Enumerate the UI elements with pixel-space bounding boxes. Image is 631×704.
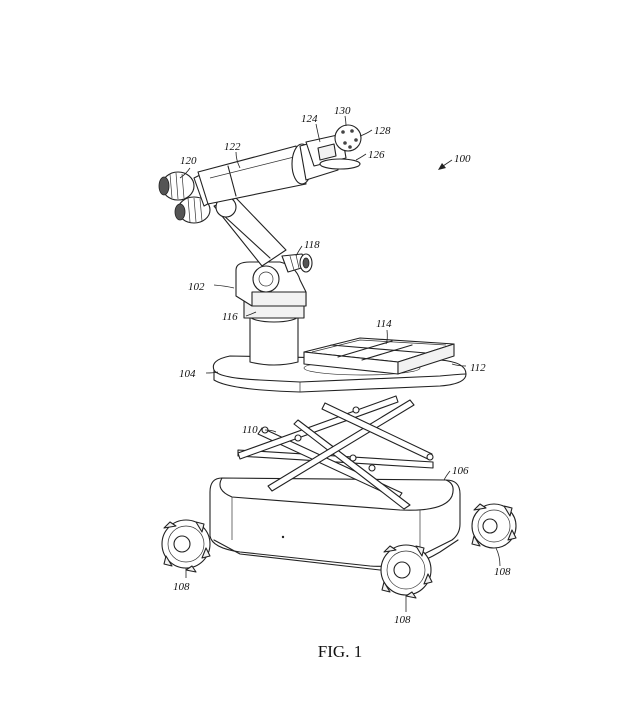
wheel-rear-right [471, 503, 517, 549]
leader-lines [179, 115, 501, 612]
ref-112-label: 112 [470, 362, 486, 374]
wheel-front-right [380, 544, 433, 599]
ref-114-label: 114 [376, 318, 392, 330]
ref-118-label: 118 [304, 239, 320, 251]
upper-arm [197, 143, 313, 205]
lower-arm-link [213, 196, 287, 267]
ref-102-label: 102 [188, 281, 205, 293]
ref-120-label: 120 [180, 155, 197, 167]
ref-108-label-center: 108 [394, 614, 411, 626]
ref-116-label: 116 [222, 311, 238, 323]
figure-caption: FIG. 1 [318, 642, 362, 661]
ref-108-label-right: 108 [494, 566, 511, 578]
arm-column [243, 299, 305, 366]
ref-106-label: 106 [452, 465, 469, 477]
ref-130-label: 130 [334, 105, 351, 117]
ref-108-label-left: 108 [173, 581, 190, 593]
ref-128-label: 128 [374, 125, 391, 137]
ref-110-label: 110 [242, 424, 258, 436]
ref-100-label: 100 [454, 153, 471, 165]
wrist-gripper [299, 124, 362, 181]
tray [303, 337, 455, 375]
scissor-lift [237, 395, 434, 510]
ref-124-label: 124 [301, 113, 318, 125]
wheel-front-left [161, 519, 211, 573]
ref-126-label: 126 [368, 149, 385, 161]
ref-104-label: 104 [179, 368, 196, 380]
arrow-100 [438, 159, 453, 170]
ref-122-label: 122 [224, 141, 241, 153]
shoulder-joint [235, 253, 313, 307]
